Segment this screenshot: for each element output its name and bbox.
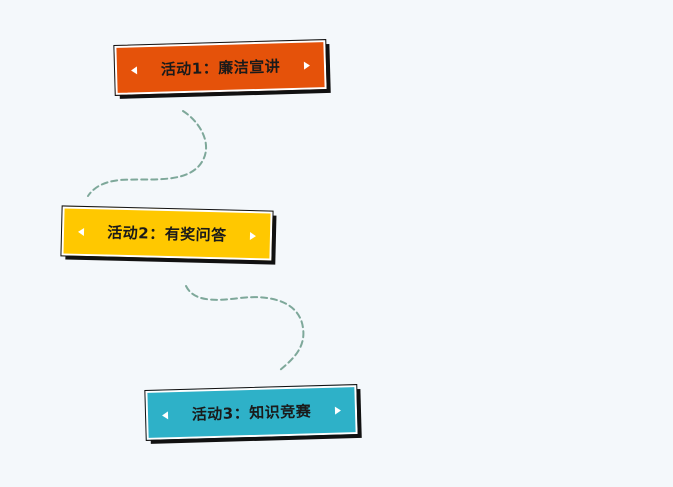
arrow-left-icon [130,65,138,74]
connector-2-3 [185,285,305,371]
connector-1-2 [87,110,208,197]
activity-banner-3[interactable]: 活动3：知识竞赛 [144,383,359,442]
activity-banner-1[interactable]: 活动1：廉洁宣讲 [113,38,328,97]
activity-banner-2[interactable]: 活动2：有奖问答 [60,205,274,262]
activity-label: 活动2：有奖问答 [107,223,227,245]
arrow-right-icon [249,231,257,240]
arrow-right-icon [303,61,311,70]
arrow-left-icon [77,227,85,236]
arrow-left-icon [161,410,169,419]
arrow-right-icon [334,406,342,415]
activity-label: 活动3：知识竞赛 [191,402,312,424]
activity-label: 活动1：廉洁宣讲 [160,57,281,79]
